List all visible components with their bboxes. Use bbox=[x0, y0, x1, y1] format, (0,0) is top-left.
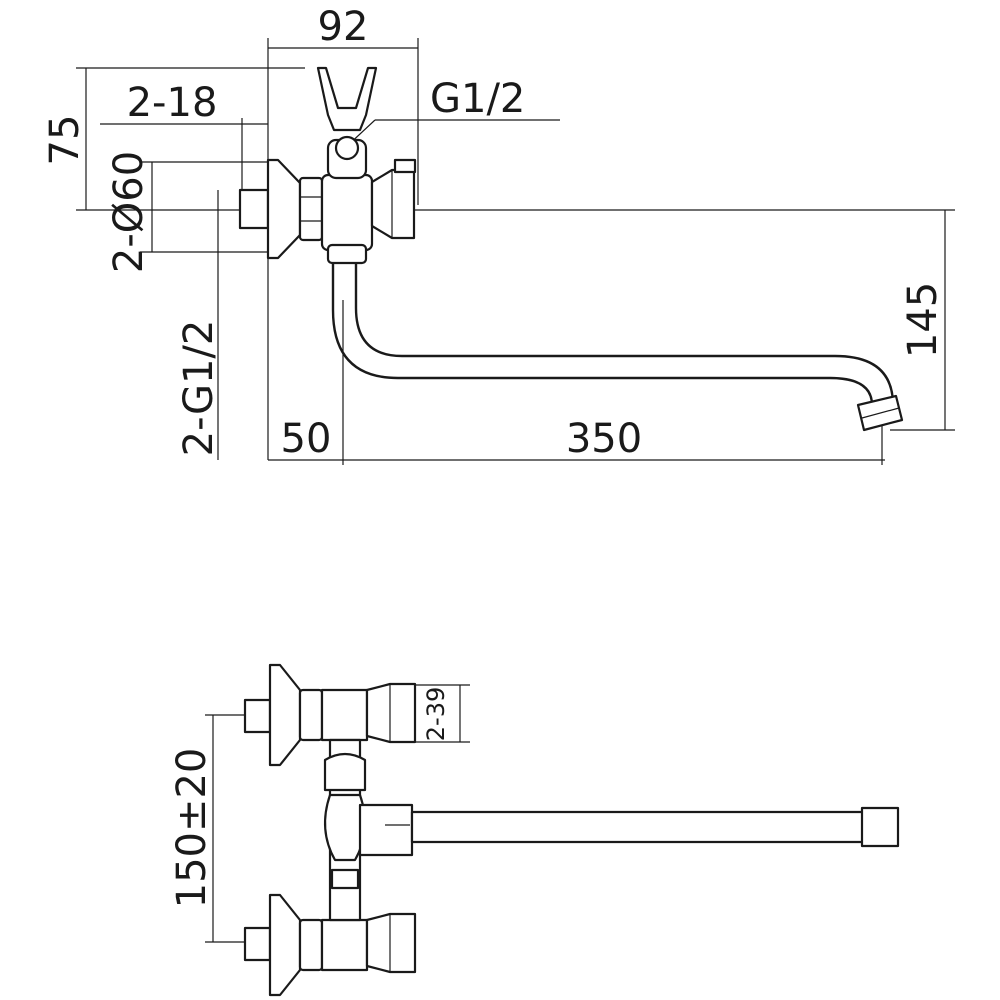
side-valve-body bbox=[316, 66, 417, 265]
side-spout bbox=[331, 262, 904, 432]
top-central-body bbox=[323, 738, 414, 922]
dim-handle-2-39: 2-39 bbox=[422, 687, 450, 741]
top-lower-inlet bbox=[243, 893, 417, 997]
dim-centers-150: 150±20 bbox=[169, 748, 215, 909]
dim-flange-60: 2-Ø60 bbox=[106, 151, 152, 273]
top-spout bbox=[410, 806, 900, 848]
top-upper-inlet bbox=[243, 663, 417, 767]
dim-height-75: 75 bbox=[42, 115, 88, 166]
dim-offset-50: 50 bbox=[281, 416, 332, 462]
dim-inlet-thread: 2-G1/2 bbox=[176, 320, 222, 457]
dim-shower-thread: G1/2 bbox=[430, 76, 525, 122]
side-wall-flange bbox=[238, 158, 324, 260]
dim-spout-350: 350 bbox=[566, 416, 642, 462]
dim-width-92: 92 bbox=[318, 4, 369, 50]
dim-spout-height-145: 145 bbox=[900, 282, 946, 358]
top-view: 2-39 150±20 bbox=[169, 663, 900, 997]
side-view: 92 G1/2 2-18 75 2-Ø60 2-G1/2 50 350 145 bbox=[42, 4, 955, 465]
dim-bolt-2-18: 2-18 bbox=[127, 80, 218, 126]
